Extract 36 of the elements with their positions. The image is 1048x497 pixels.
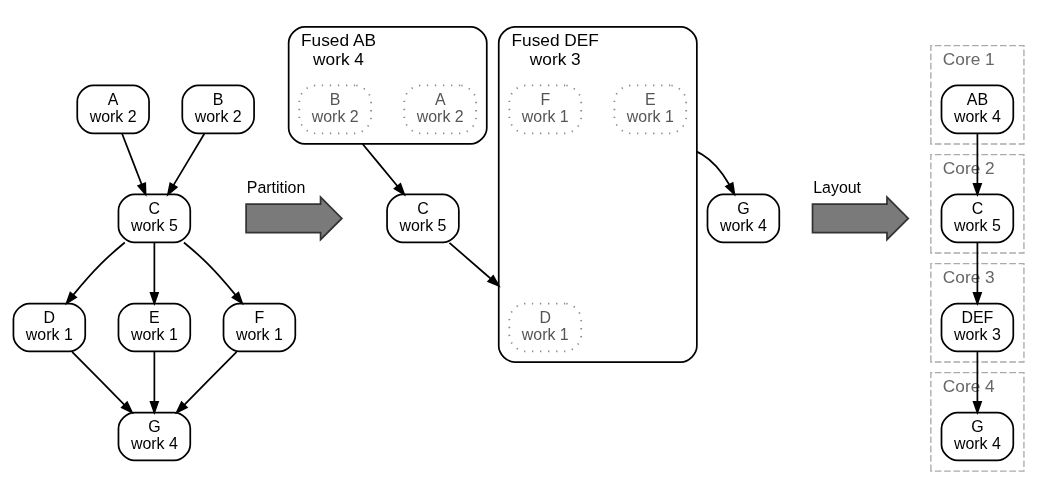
- node-box: B work 2: [181, 84, 255, 134]
- arrow: [174, 350, 238, 414]
- node-arrow: [245, 194, 344, 242]
- node-box: E work 1: [117, 302, 192, 352]
- arrow: [972, 241, 983, 306]
- node-box: D work 1: [508, 302, 583, 352]
- node-box: C work 5: [940, 193, 1015, 243]
- arrow: [972, 350, 983, 415]
- node-box: AB work 4: [940, 84, 1015, 134]
- node-label: Partition: [246, 178, 306, 196]
- arrow: [448, 241, 501, 287]
- node-box: C work 5: [117, 193, 192, 243]
- node-box: G work 4: [117, 411, 192, 461]
- node-box: E work 1: [613, 84, 688, 134]
- arrow: [121, 132, 147, 197]
- arrow: [166, 132, 206, 197]
- node-box: C work 5: [386, 193, 460, 243]
- node-box: F work 1: [508, 84, 583, 134]
- node-box: A work 2: [76, 84, 150, 134]
- node-box: F work 1: [222, 302, 297, 352]
- arrow: [71, 350, 134, 414]
- arrow: [64, 241, 126, 305]
- node-arrow: [811, 194, 910, 242]
- node-box: A work 2: [403, 84, 477, 134]
- arrow: [149, 241, 160, 306]
- arrow: [696, 150, 736, 196]
- arrow: [149, 350, 160, 415]
- arrow: [183, 241, 244, 305]
- node-label: Layout: [813, 178, 862, 196]
- node-box: D work 1: [12, 302, 87, 352]
- arrow: [972, 132, 983, 197]
- node-box: DEF work 3: [940, 302, 1015, 352]
- node-box: G work 4: [706, 193, 781, 243]
- node-box: G work 4: [940, 411, 1015, 461]
- node-box: B work 2: [298, 84, 372, 134]
- arrow: [361, 142, 406, 196]
